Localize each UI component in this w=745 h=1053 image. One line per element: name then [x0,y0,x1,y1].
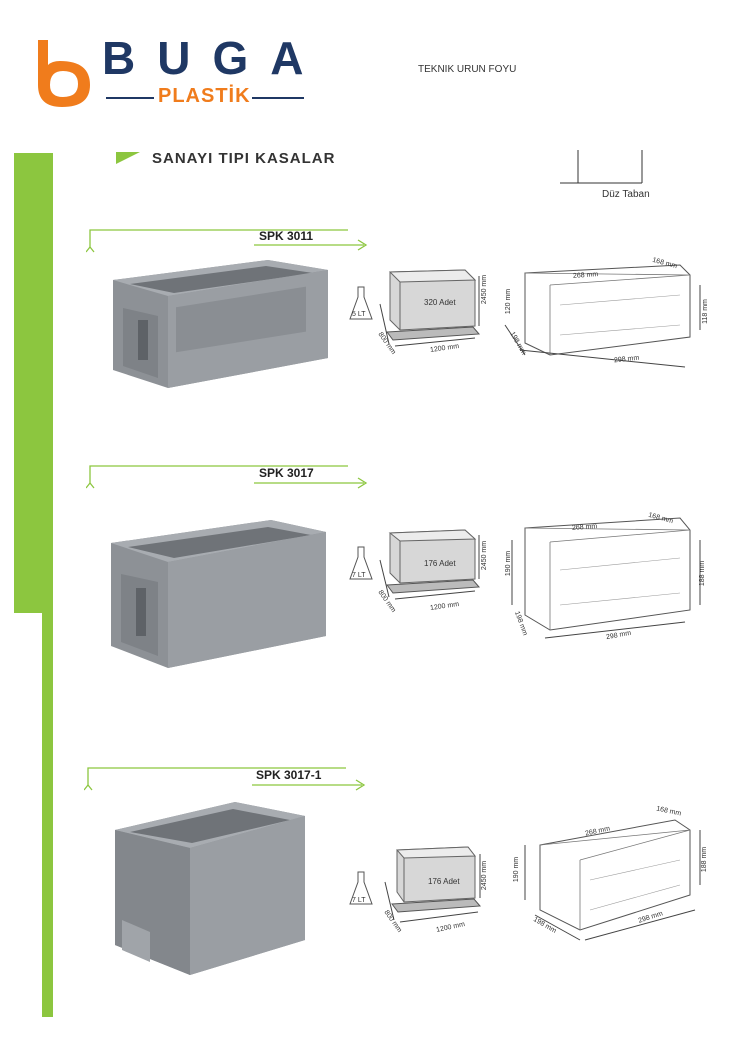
crate-image [108,258,333,398]
dim-outer-height: 118 mm [701,299,709,324]
pallet-height: 2450 mm [481,274,489,305]
brand-name: BUGA [102,32,326,84]
dim-inner-height: 190 mm [513,856,521,883]
product-model: SPK 3017 [259,466,314,480]
product-bracket [83,763,374,800]
product-model: SPK 3017-1 [256,768,322,782]
dim-inner-height: 120 mm [505,288,513,315]
logo-line-right [252,97,304,99]
logo-b-icon [38,40,90,107]
pallet-count: 176 Adet [428,877,460,886]
brand-logo: BUGA PLASTİK [30,32,320,115]
volume-flask-icon [349,870,375,915]
side-bar-bottom [42,612,53,1017]
volume-flask-icon [349,285,375,330]
volume-label: 7 LT [352,897,366,904]
pallet-height: 2450 mm [481,540,489,571]
product-bracket [85,225,376,262]
pallet-count: 320 Adet [424,298,456,307]
dim-inner-height: 190 mm [505,550,513,577]
section-title: SANAYI TIPI KASALAR [152,150,336,167]
volume-label: 5 LT [352,311,366,318]
dim-outer-height: 188 mm [699,560,707,587]
technical-drawing [500,510,720,655]
side-bar-curve [14,590,53,630]
volume-label: 7 LT [352,572,366,579]
base-type-icon [560,150,650,195]
base-type-label: Düz Taban [602,189,650,200]
pallet-diagram [375,262,500,372]
product-bracket [85,461,376,498]
dim-outer-height: 188 mm [701,846,709,873]
technical-drawing [510,805,710,950]
brand-sub: PLASTİK [158,85,251,107]
side-bar-top [14,153,53,613]
volume-flask-icon [349,545,375,590]
product-model: SPK 3011 [259,229,314,243]
heading-arrow-icon [116,152,140,171]
logo-line-left [106,97,154,99]
technical-drawing [500,255,720,380]
pallet-diagram [380,842,500,947]
pallet-height: 2450 mm [481,860,489,891]
crate-image [106,518,331,678]
crate-image [110,787,315,985]
doc-title: TEKNIK URUN FOYU [418,64,517,75]
pallet-diagram [375,525,500,630]
pallet-count: 176 Adet [424,559,456,568]
